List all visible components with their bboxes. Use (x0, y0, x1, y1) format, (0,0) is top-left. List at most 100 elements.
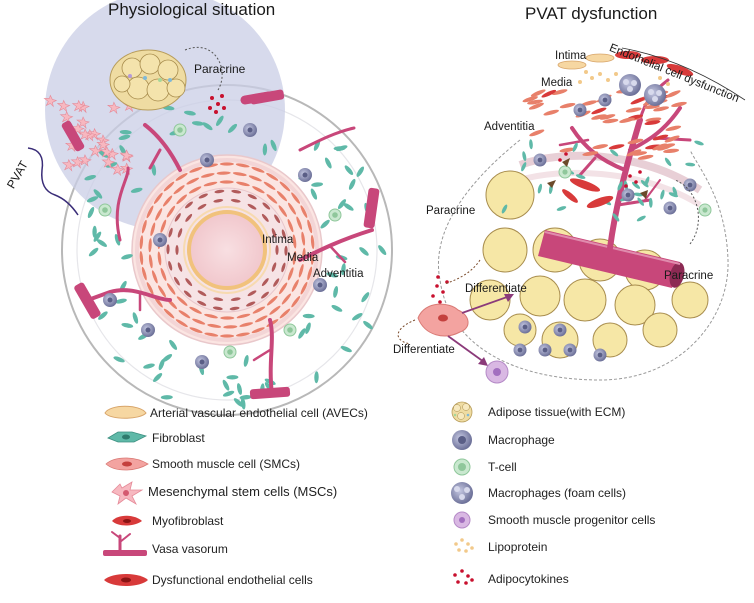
smooth-muscle-cell (139, 251, 144, 265)
smooth-muscle-cell (307, 266, 313, 281)
mesenchymal-stem-cell (88, 144, 103, 158)
smooth-muscle-cell (151, 270, 158, 284)
smooth-muscle-cell (273, 278, 280, 287)
fibroblast-cell (270, 139, 277, 152)
left-vessel-crosssection (43, 0, 393, 416)
smooth-muscle-cell (216, 171, 231, 175)
fibroblast-cell (341, 263, 346, 276)
fibroblast-cell (310, 188, 318, 200)
smooth-muscle-cell (231, 189, 242, 194)
fibroblast-cell (105, 162, 118, 168)
fibroblast-cell (222, 390, 235, 397)
fibroblast-cell (575, 174, 586, 179)
smooth-muscle-cell (664, 135, 680, 143)
myofibroblast-icon (112, 515, 142, 526)
fibroblast-cell (132, 312, 139, 324)
smooth-muscle-cell (602, 118, 619, 124)
fibroblast-cell (644, 176, 650, 186)
fibroblast-cell (160, 395, 173, 400)
fibroblast-cell (685, 162, 696, 167)
smooth-muscle-cell (307, 219, 313, 234)
fibroblast-cell (222, 379, 230, 391)
legend-msc-label: Mesenchymal stem cells (MSCs) (148, 484, 338, 499)
smooth-muscle-cell (188, 186, 202, 194)
smooth-muscle-cell (168, 227, 173, 238)
adipocyte-cell (469, 279, 511, 321)
smooth-muscle-cell (158, 285, 166, 298)
smooth-muscle-cell (162, 195, 173, 207)
fibroblast-cell (114, 234, 121, 246)
left-intima-label: Intima (262, 234, 294, 246)
fibroblast-cell (215, 115, 224, 126)
fibroblast-cell (331, 305, 343, 312)
fibroblast-cell (183, 110, 196, 116)
fibroblast-cell (243, 355, 249, 367)
smooth-muscle-cell (527, 99, 543, 105)
smooth-muscle-cell (254, 315, 268, 323)
smooth-muscle-cell (248, 175, 262, 182)
smooth-muscle-cell (251, 327, 265, 334)
smooth-muscle-cell (185, 201, 193, 209)
left-media-label: Media (287, 252, 319, 264)
smooth-muscle-cell (274, 214, 281, 224)
right-paracrine-left-label: Paracrine (426, 205, 476, 217)
smooth-muscle-cell (197, 300, 207, 306)
smooth-muscle-cell (653, 106, 669, 112)
smooth-muscle-cell (166, 205, 176, 218)
smooth-muscle-cell (551, 89, 568, 95)
mesenchymal-stem-cell (78, 128, 92, 142)
adipocyte-cell (485, 170, 535, 220)
smooth-muscle-cell (608, 144, 625, 150)
smooth-muscle-cell (247, 203, 257, 210)
smooth-muscle-cell (186, 177, 200, 185)
mesenchymal-stem-cell-cluster (43, 94, 137, 177)
smooth-muscle-cell (266, 295, 278, 306)
fibroblast-cell (337, 199, 347, 210)
smooth-muscle-cell (236, 313, 251, 319)
smooth-muscle-cell (301, 231, 306, 246)
adipocyte-cell (519, 275, 561, 317)
smooth-muscle-cell (230, 297, 241, 301)
smooth-muscle-cell (166, 283, 176, 295)
smooth-muscle-cell (529, 129, 545, 137)
smooth-muscle-cell (160, 219, 167, 233)
fibroblast-cell (87, 206, 95, 219)
smooth-muscle-cell (204, 332, 219, 337)
smooth-muscle-cell (278, 282, 288, 295)
fibroblast-cell (326, 272, 339, 278)
legend-myofibroblast-label: Myofibroblast (152, 514, 224, 528)
msc-icon (111, 481, 144, 506)
fibroblast-cell (96, 239, 107, 247)
fibroblast-cell (636, 215, 646, 222)
fibroblast-cell (262, 143, 268, 156)
fibroblast-cell (113, 356, 125, 363)
fibroblast-cell (361, 292, 370, 303)
smooth-muscle-cell (219, 180, 234, 184)
right-immune-cells (513, 74, 712, 362)
fibroblast-cell (151, 163, 157, 176)
smooth-muscle-cell (220, 334, 235, 338)
smooth-muscle-cell (292, 234, 297, 249)
fibroblast-cell (378, 245, 387, 256)
fibroblast-cell (672, 186, 678, 197)
smooth-muscle-cell (189, 327, 203, 334)
smooth-muscle-cell (652, 134, 669, 141)
differentiate-bottom-label: Differentiate (393, 344, 455, 356)
legend-dysfunctional-endothelial-label: Dysfunctional endothelial cells (152, 573, 313, 587)
fibroblast-cell (191, 121, 204, 126)
differentiate-arrow-top (461, 295, 511, 314)
smooth-muscle-cell (146, 205, 154, 219)
fibroblast-cell (617, 181, 623, 191)
smooth-muscle-cell (522, 96, 538, 103)
smooth-muscle-cell (310, 235, 315, 249)
smooth-muscle-cell (203, 181, 218, 187)
fibroblast-cell (694, 140, 704, 146)
adipocyte-cell (614, 284, 656, 326)
smooth-muscle-cell (287, 267, 294, 281)
smooth-muscle-cell (157, 251, 162, 266)
fibroblast-cell (202, 122, 213, 131)
smooth-muscle-cell (192, 318, 206, 325)
smooth-muscle-cell (652, 143, 668, 151)
fibroblast-cell (88, 247, 99, 257)
